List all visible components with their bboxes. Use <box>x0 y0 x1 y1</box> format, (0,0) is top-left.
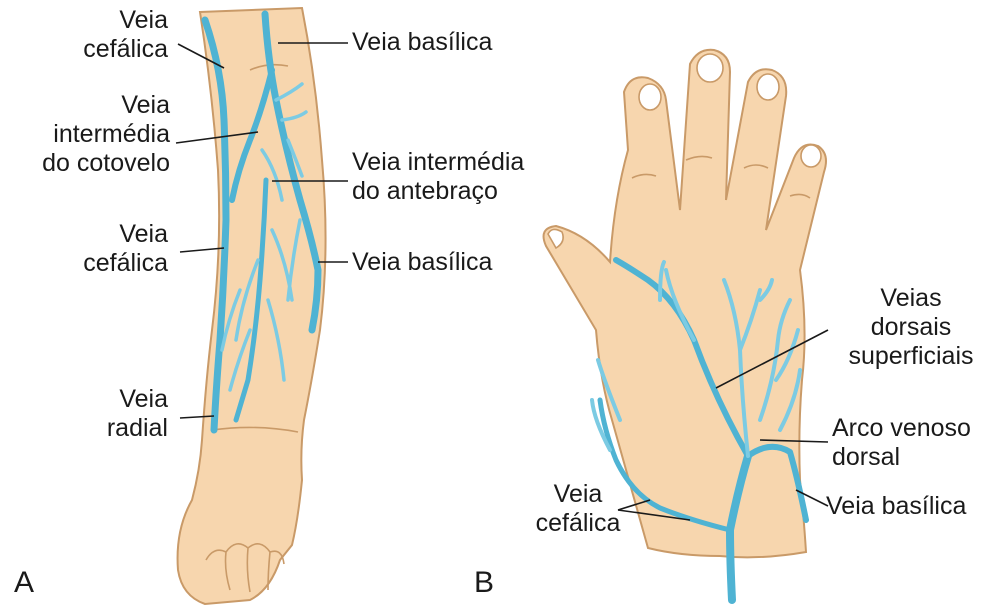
label-a-basilica-mid: Veia basílica <box>352 248 492 277</box>
label-a-intermedia-cotovelo: Veia intermédia do cotovelo <box>6 91 170 178</box>
label-a-radial: Veia radial <box>40 385 168 443</box>
label-b-cefalica: Veia cefálica <box>530 480 626 538</box>
label-a-cefalica-mid: Veia cefálica <box>20 220 168 278</box>
forearm-skin <box>178 8 326 604</box>
panel-label-b: B <box>474 566 494 600</box>
label-b-basilica: Veia basílica <box>826 492 966 521</box>
label-a-basilica-top: Veia basílica <box>352 28 492 57</box>
label-a-cefalica-top: Veia cefálica <box>20 6 168 64</box>
forearm-figure <box>176 8 348 604</box>
panel-label-a: A <box>14 566 34 600</box>
label-a-intermedia-antebraco: Veia intermédia do antebraço <box>352 148 524 206</box>
label-b-arco: Arco venoso dorsal <box>832 414 971 472</box>
label-b-dorsais: Veias dorsais superficiais <box>826 284 996 371</box>
